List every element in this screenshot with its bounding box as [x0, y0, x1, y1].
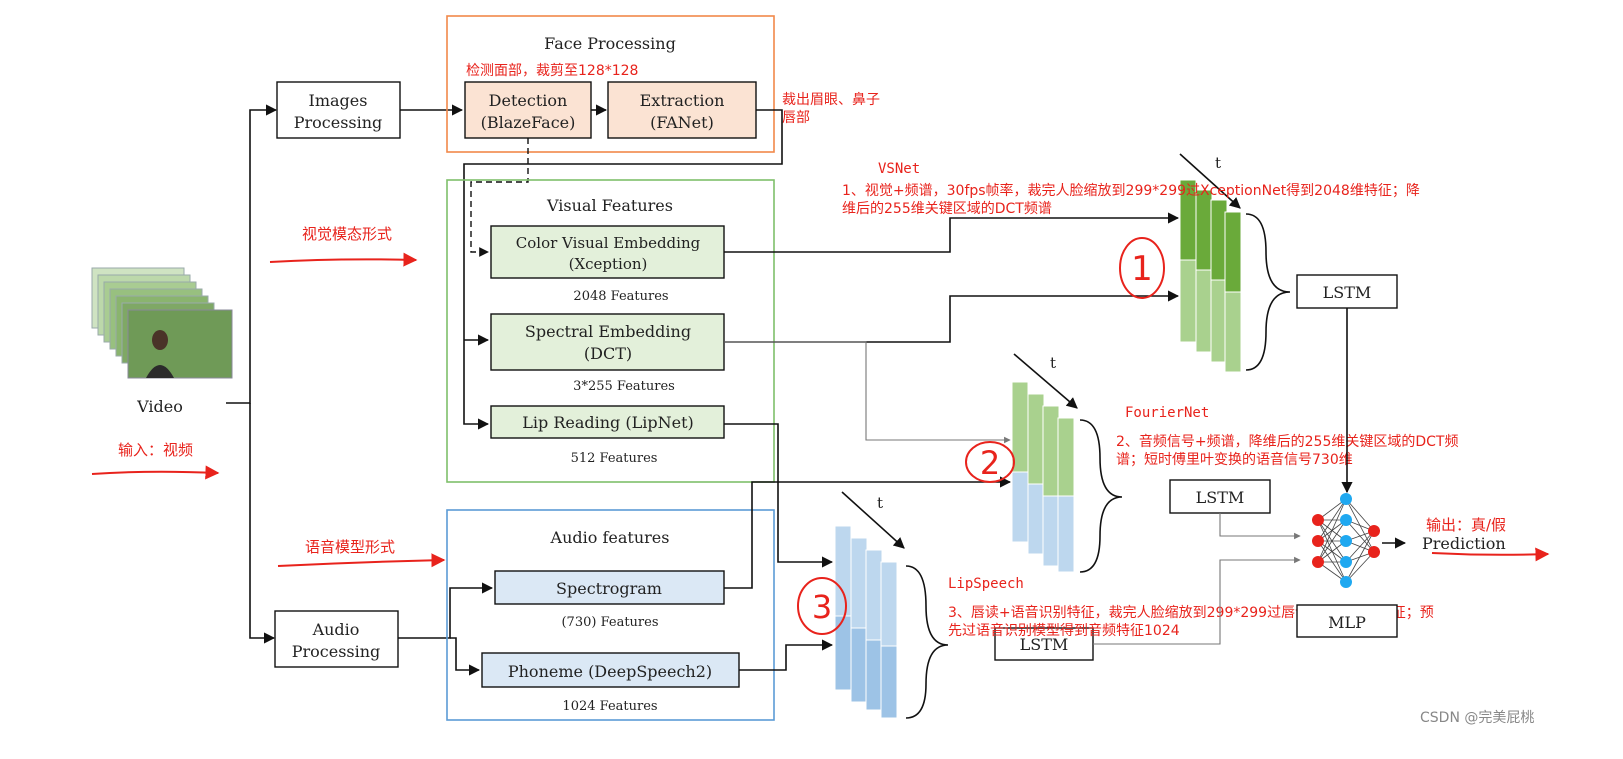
video-frames-icon — [91, 267, 233, 379]
phoneme-label: Phoneme (DeepSpeech2) — [508, 662, 712, 681]
vsnet-circled-mark — [1119, 237, 1165, 299]
fouriernet-time-arrow — [1013, 353, 1078, 409]
lipspeech-brace — [905, 565, 949, 719]
input-annotation: 输入：视频 — [118, 441, 193, 459]
images-processing-box — [276, 81, 401, 139]
lipspeech-feature-stack — [834, 525, 898, 719]
color-visual-label-2: (Xception) — [569, 255, 648, 273]
detection-to-color-arrow — [470, 138, 529, 257]
fouriernet-circled-number: 2 — [980, 444, 1000, 482]
lip-to-lipspeech-arrow — [724, 423, 834, 568]
video-label: Video — [136, 397, 183, 416]
lipspeech-circled-number: 3 — [812, 588, 832, 626]
video-to-images-arrow — [226, 104, 278, 404]
detection-label-1: Detection — [489, 91, 568, 110]
vsnet-desc-1: 1、视觉+频谱，30fps帧率，裁完人脸缩放到299*299过XceptionN… — [842, 182, 1420, 199]
detection-box — [464, 81, 592, 139]
vsnet-time-arrow — [1179, 153, 1241, 209]
lipspeech-time-arrow — [841, 491, 905, 549]
output-annotation-arrow — [1431, 547, 1550, 562]
extraction-label-1: Extraction — [640, 91, 725, 110]
fouriernet-desc-2: 谱；短时傅里叶变换的语音信号730维 — [1116, 451, 1353, 468]
extraction-note-1: 裁出眉眼、鼻子 — [782, 91, 880, 108]
audio-processing-box — [274, 610, 399, 668]
color-to-vsnet-arrow — [724, 212, 1180, 253]
vsnet-circled-number: 1 — [1131, 249, 1153, 289]
lipspeech-time-label: t — [877, 494, 883, 512]
spectrogram-to-fouriernet-arrow — [724, 476, 1012, 589]
audio-processing-label-2: Processing — [292, 642, 381, 661]
neural-network-icon — [1312, 493, 1380, 588]
mlp-box — [1296, 604, 1398, 638]
phoneme-to-lipspeech-arrow — [739, 639, 834, 671]
extraction-to-lip-arrow — [463, 109, 783, 430]
audio-features-title: Audio features — [550, 528, 670, 547]
color-visual-features: 2048 Features — [573, 289, 668, 304]
spectrogram-features: (730) Features — [561, 615, 658, 630]
mlp-label: MLP — [1328, 613, 1366, 632]
color-visual-label-1: Color Visual Embedding — [516, 234, 701, 252]
spectrogram-label: Spectrogram — [556, 579, 662, 598]
spectral-to-fouriernet-arrow — [724, 341, 1011, 444]
face-processing-title: Face Processing — [544, 34, 676, 53]
vsnet-time-label: t — [1215, 154, 1221, 172]
vsnet-desc-2: 维后的255维关键区域的DCT频谱 — [842, 201, 1052, 217]
watermark: CSDN @完美屁桃 — [1420, 710, 1534, 726]
visual-features-group — [446, 179, 775, 483]
lip-reading-box — [490, 405, 725, 439]
vsnet-brace — [1245, 213, 1291, 371]
lipspeech-lstm-label: LSTM — [1020, 635, 1069, 654]
vsnet-lstm-box — [1296, 274, 1398, 309]
vsnet-feature-stack — [1179, 179, 1242, 373]
lipspeech-name: LipSpeech — [948, 576, 1024, 592]
extraction-note-2: 唇部 — [782, 110, 810, 126]
spectral-label-2: (DCT) — [584, 344, 632, 363]
fouriernet-brace — [1079, 419, 1123, 573]
fouriernet-name: FourierNet — [1125, 405, 1209, 421]
lipspeech-desc-2: 先过语音识别模型得到音频特征1024 — [948, 622, 1180, 639]
prediction-label: Prediction — [1422, 534, 1506, 553]
spectral-features: 3*255 Features — [573, 379, 675, 394]
fouriernet-lstm-box — [1169, 479, 1271, 514]
spectral-to-vsnet-arrow — [724, 290, 1180, 343]
face-annotation: 检测面部，裁剪至128*128 — [466, 63, 638, 79]
lip-reading-features: 512 Features — [571, 451, 658, 466]
vsnet-lstm-label: LSTM — [1323, 283, 1372, 302]
lip-reading-label: Lip Reading (LipNet) — [522, 413, 693, 432]
spectral-label-1: Spectral Embedding — [525, 322, 691, 341]
audio-to-phoneme-arrow — [450, 637, 481, 676]
vsnet-name: VSNet — [878, 161, 920, 177]
audio-modality-note: 语音模型形式 — [305, 538, 395, 556]
extraction-label-2: (FANet) — [650, 113, 714, 132]
fouriernet-time-label: t — [1050, 354, 1056, 372]
lipspeech-lstm-to-mlp-arrow — [1093, 556, 1301, 645]
fouriernet-circled-mark — [965, 441, 1015, 483]
fouriernet-feature-stack — [1011, 381, 1075, 573]
extraction-box — [607, 81, 757, 139]
visual-modality-note: 视觉模态形式 — [302, 225, 392, 243]
audio-modality-arrow — [277, 553, 446, 568]
phoneme-features: 1024 Features — [562, 699, 657, 714]
output-annotation: 输出：真/假 — [1426, 516, 1506, 534]
fouriernet-lstm-label: LSTM — [1196, 488, 1245, 507]
visual-modality-arrow — [269, 252, 418, 267]
audio-features-group — [446, 509, 775, 721]
audio-processing-label-1: Audio — [312, 620, 360, 639]
spectral-box — [490, 313, 725, 371]
visual-features-title: Visual Features — [546, 196, 673, 215]
fouriernet-lstm-to-mlp-arrow — [1219, 513, 1301, 540]
fouriernet-desc-1: 2、音频信号+频谱，降维后的255维关键区域的DCT频 — [1116, 433, 1458, 450]
lipspeech-circled-mark — [797, 577, 847, 635]
video-to-audio-arrow — [249, 403, 276, 644]
images-processing-label-1: Images — [309, 91, 368, 110]
audio-to-spectrogram-arrow — [398, 582, 494, 639]
input-annotation-arrow — [91, 465, 220, 480]
detection-label-2: (BlazeFace) — [481, 113, 576, 132]
lipspeech-lstm-box — [994, 627, 1094, 661]
face-processing-group — [446, 15, 775, 153]
images-processing-label-2: Processing — [294, 113, 383, 132]
